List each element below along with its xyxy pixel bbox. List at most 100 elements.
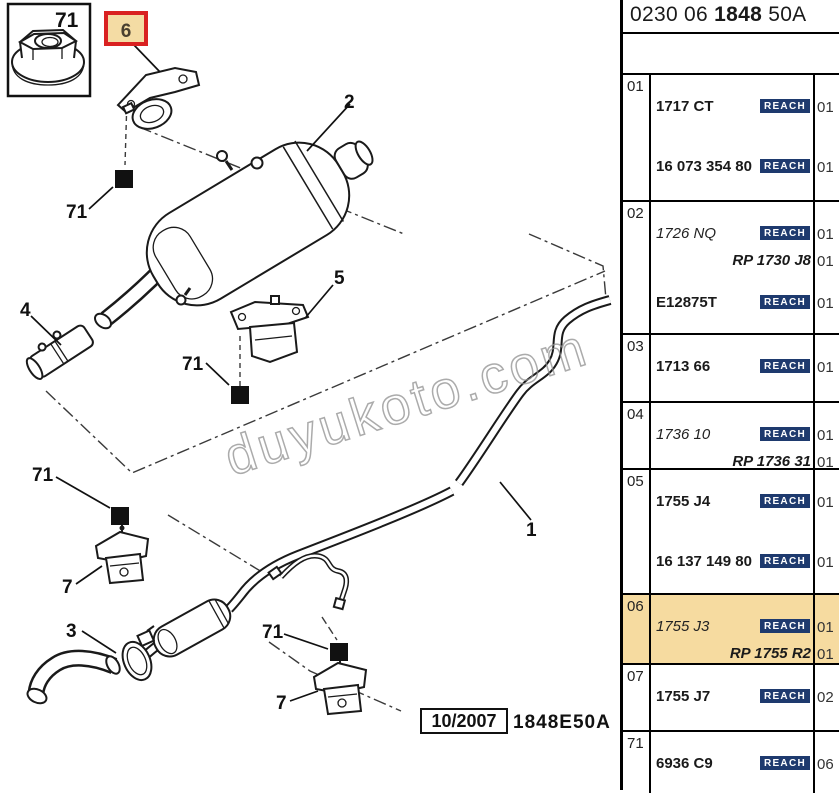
callout-71-mid[interactable]: 71	[182, 354, 204, 375]
quantity: 01	[817, 454, 834, 468]
row-index: 71	[627, 735, 644, 752]
stamp-date: 10/2007	[431, 711, 496, 731]
guide-lines	[45, 97, 607, 712]
reach-badge[interactable]: REACH	[759, 756, 810, 770]
callout-2[interactable]: 2	[344, 92, 355, 113]
column-divider	[813, 403, 815, 468]
stamp-code: 1848E50A	[513, 712, 611, 733]
column-divider	[813, 335, 815, 401]
clamp	[121, 625, 156, 682]
part-number[interactable]: E12875T	[656, 294, 717, 311]
quantity: 01	[817, 494, 834, 511]
fixing-point-markers	[111, 170, 348, 661]
reach-badge[interactable]: REACH	[759, 295, 810, 309]
quantity: 01	[817, 99, 834, 116]
bracket-5	[229, 295, 310, 364]
quantity: 01	[817, 359, 834, 376]
part-number[interactable]: 1755 J4	[656, 493, 711, 510]
reach-badge[interactable]: REACH	[759, 494, 810, 508]
header-gap	[623, 34, 839, 73]
callout-7-rear[interactable]: 7	[276, 693, 287, 714]
nut-inset: 71	[6, 2, 92, 98]
quantity: 01	[817, 554, 834, 571]
revision-stamp: 10/2007 1848E50A	[420, 708, 611, 734]
callout-71-rear[interactable]: 71	[262, 622, 284, 643]
column-divider	[649, 732, 651, 793]
resonator	[152, 598, 232, 658]
bracket-6	[116, 66, 201, 130]
callout-6: 6	[121, 21, 132, 42]
row-index: 02	[627, 205, 644, 222]
row-index: 06	[627, 598, 644, 615]
callout-71-top[interactable]: 71	[66, 202, 88, 223]
column-divider	[649, 75, 651, 200]
column-divider	[813, 202, 815, 333]
quantity: 01	[817, 159, 834, 176]
exhaust-diagram: 2 5 4 3 1 7 7 71 71 71 71 6 71 10/2007 1…	[6, 2, 612, 734]
reach-badge[interactable]: REACH	[759, 99, 810, 113]
hanger-rod	[267, 553, 350, 611]
part-number[interactable]: RP 1755 R2	[729, 645, 811, 662]
part-number[interactable]: 1726 NQ	[656, 225, 717, 242]
part-number[interactable]: 1736 10	[656, 426, 711, 443]
mount-front	[94, 522, 150, 585]
part-number[interactable]: 16 137 149 80	[656, 553, 752, 570]
reach-badge[interactable]: REACH	[759, 554, 810, 568]
callout-3[interactable]: 3	[66, 621, 77, 642]
reach-badge[interactable]: REACH	[759, 226, 810, 240]
parts-table-body: 01 1717 CT REACH 01 16 073 354 80 REACH 01 02 17…	[623, 73, 839, 793]
column-divider	[813, 732, 815, 793]
part-number[interactable]: 1755 J7	[656, 688, 711, 705]
quantity: 06	[817, 756, 834, 773]
reach-badge[interactable]: REACH	[759, 619, 810, 633]
callout-1[interactable]: 1	[526, 520, 537, 541]
reach-badge[interactable]: REACH	[759, 159, 810, 173]
callout-5[interactable]: 5	[334, 268, 345, 289]
callout-7-front[interactable]: 7	[62, 577, 73, 598]
column-divider	[649, 335, 651, 401]
table-row: 03 1713 66 REACH 01	[623, 333, 839, 401]
reach-badge[interactable]: REACH	[759, 359, 810, 373]
muffler	[145, 140, 374, 307]
column-divider	[649, 202, 651, 333]
column-divider	[649, 595, 651, 663]
column-divider	[813, 665, 815, 730]
quantity: 01	[817, 619, 834, 636]
part-code-header: 0230 06 1848 50A	[623, 0, 839, 34]
inset-label: 71	[55, 9, 79, 32]
row-index: 01	[627, 78, 644, 95]
column-divider	[649, 403, 651, 468]
part-number[interactable]: RP 1736 31	[732, 453, 811, 468]
table-row: 05 1755 J4 REACH 01 16 137 149 80 REACH 01	[623, 468, 839, 593]
table-row: 07 1755 J7 REACH 02	[623, 663, 839, 730]
row-index: 07	[627, 668, 644, 685]
selected-callout-box[interactable]: 6	[104, 11, 148, 46]
quantity: 02	[817, 689, 834, 706]
quantity: 01	[817, 253, 834, 270]
part-number[interactable]: 1717 CT	[656, 98, 714, 115]
part-number[interactable]: 1755 J3	[656, 618, 710, 635]
front-pipe-elbow	[26, 649, 121, 705]
callout-4[interactable]: 4	[20, 300, 31, 321]
reach-badge[interactable]: REACH	[759, 689, 810, 703]
part-number[interactable]: RP 1730 J8	[732, 252, 811, 269]
reach-badge[interactable]: REACH	[759, 427, 810, 441]
leader-lines	[30, 44, 532, 702]
callout-71-front[interactable]: 71	[32, 465, 54, 486]
parts-panel: 0230 06 1848 50A 01 1717 CT REACH 01 16 073 …	[620, 0, 839, 793]
part-number[interactable]: 1713 66	[656, 358, 711, 375]
quantity: 01	[817, 295, 834, 312]
mount-rear	[312, 655, 368, 716]
row-index: 05	[627, 473, 644, 490]
column-divider	[813, 470, 815, 593]
callouts: 2 5 4 3 1 7 7 71 71 71 71	[20, 92, 537, 714]
table-row: 71 6936 C9 REACH 06	[623, 730, 839, 793]
part-number[interactable]: 16 073 354 80	[656, 158, 752, 175]
row-index: 03	[627, 338, 644, 355]
column-divider	[813, 75, 815, 200]
part-number[interactable]: 6936 C9	[656, 755, 713, 772]
column-divider	[813, 595, 815, 663]
